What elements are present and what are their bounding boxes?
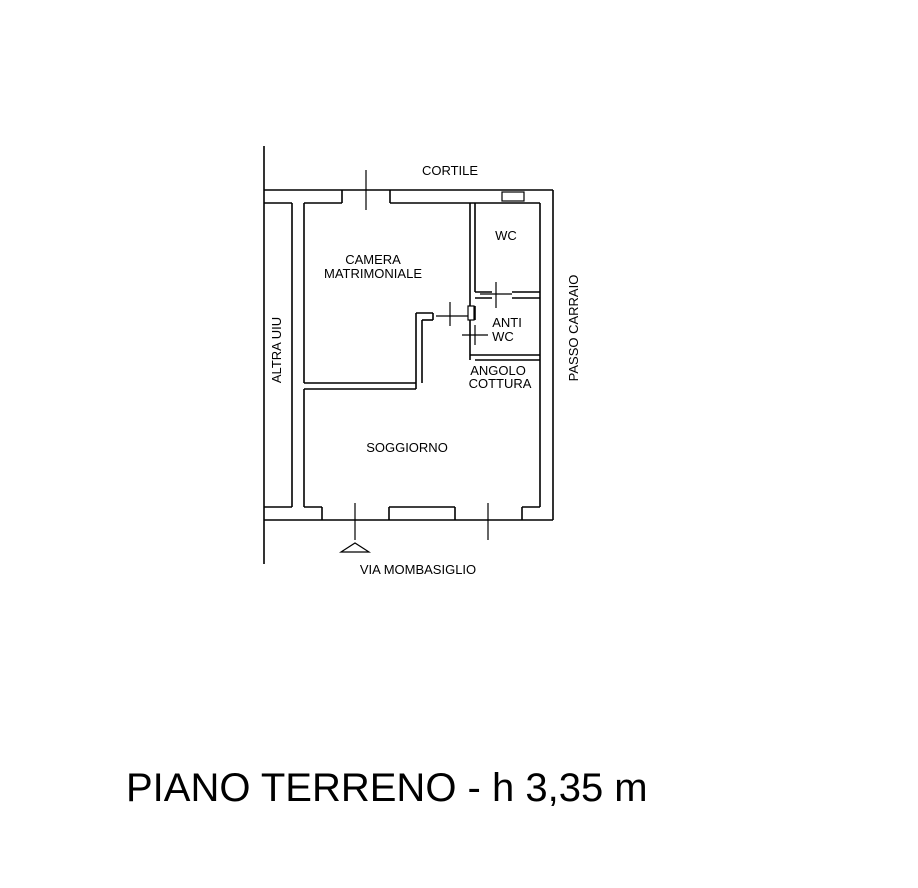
entrance-arrow-icon (338, 542, 372, 553)
label-camera-line2: MATRIMONIALE (324, 266, 422, 281)
label-camera-line1: CAMERA (345, 252, 401, 267)
label-angolo-line1: ANGOLO (470, 363, 526, 378)
label-wc: WC (495, 228, 517, 243)
plan-title: PIANO TERRENO - h 3,35 m (126, 766, 648, 810)
west-boundary-wall (263, 146, 293, 564)
label-antiwc-line1: ANTI (492, 315, 522, 330)
opening-markers (354, 170, 512, 540)
label-altra-uiu: ALTRA UIU (269, 317, 284, 383)
label-via-mombasiglio: VIA MOMBASIGLIO (360, 562, 476, 577)
label-angolo-line2: COTTURA (469, 376, 532, 391)
label-soggiorno: SOGGIORNO (366, 440, 448, 455)
label-cortile: CORTILE (422, 163, 478, 178)
label-passo-carraio: PASSO CARRAIO (566, 275, 581, 382)
interior-walls (304, 203, 540, 390)
outer-walls (264, 189, 554, 521)
label-antiwc-line2: WC (492, 329, 514, 344)
